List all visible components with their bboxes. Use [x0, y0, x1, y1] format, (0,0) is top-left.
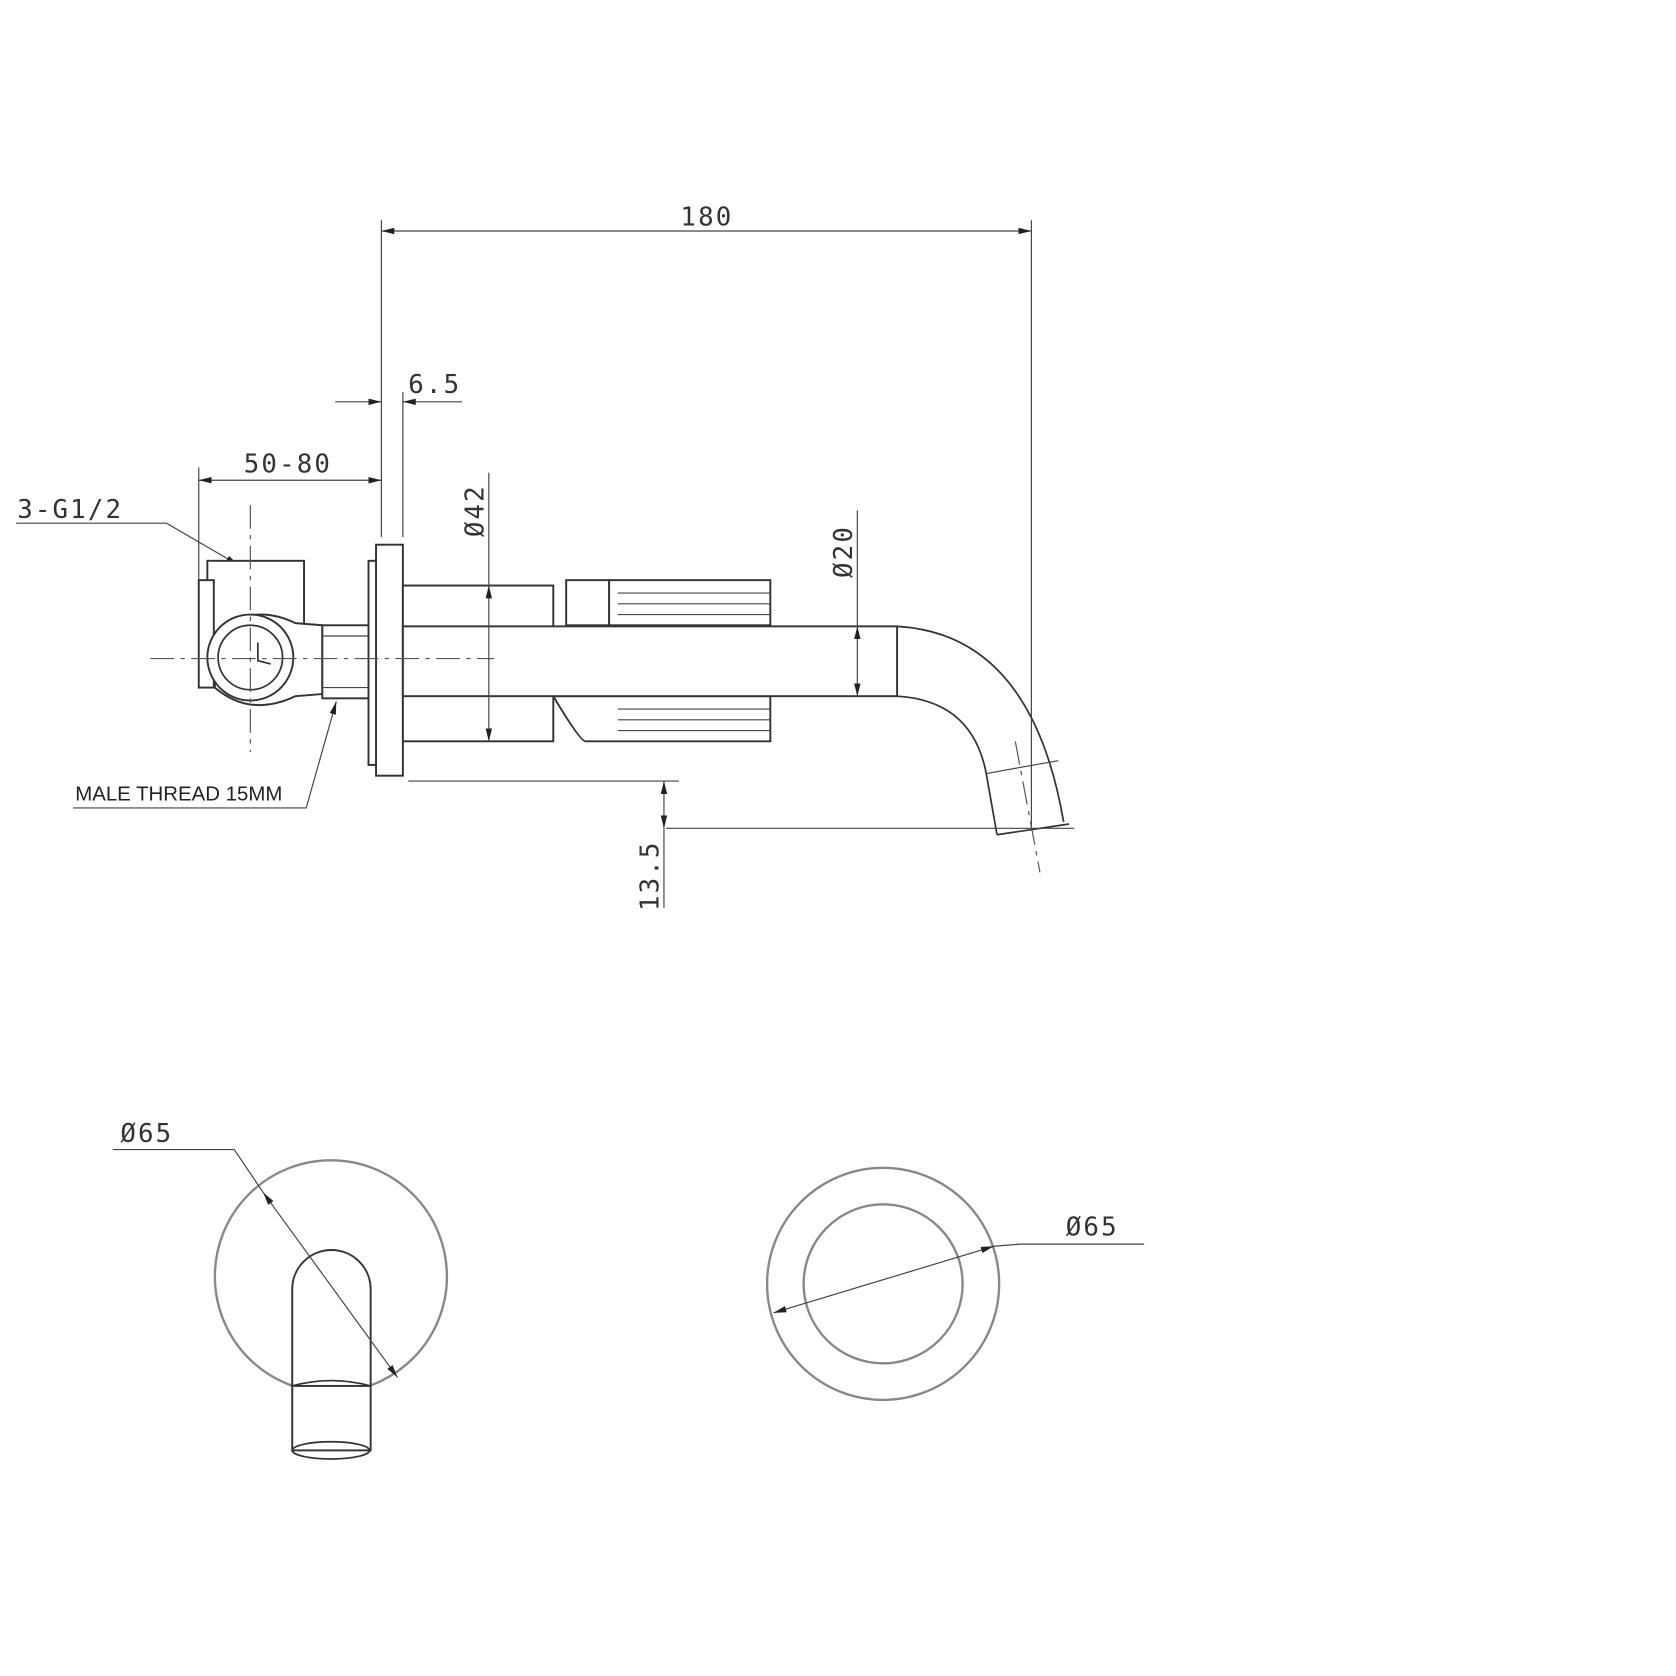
spout — [401, 625, 1070, 873]
thread-callout: MALE THREAD 15MM — [73, 701, 337, 809]
handle-knob — [802, 1203, 964, 1365]
dimension-180-label: 180 — [680, 203, 733, 233]
spout-plate-diameter-label: Ø65 — [120, 1119, 173, 1149]
dimension-body-diameter: Ø42 — [460, 472, 493, 742]
handle-wall-plate — [765, 1166, 1001, 1402]
dimension-flange-thickness: 6.5 — [335, 370, 462, 538]
dimension-spout-drop: 13.5 — [408, 780, 1075, 911]
spout-outline — [291, 1249, 372, 1386]
handle-plate-diameter-label: Ø65 — [1066, 1213, 1119, 1243]
dimension-overall-length: 180 — [380, 203, 1032, 828]
thread-label: MALE THREAD 15MM — [75, 783, 282, 805]
inlet-label: 3-G1/2 — [17, 495, 123, 525]
spout-tip — [291, 1384, 372, 1452]
dimension-42-label: Ø42 — [460, 484, 490, 537]
inlet-callout: 3-G1/2 — [16, 495, 239, 566]
dimension-spout-diameter: Ø20 — [829, 510, 861, 697]
dimension-wall-depth: 50-80 — [198, 450, 382, 688]
front-view-handle: Ø65 — [765, 1166, 1145, 1402]
handle — [551, 579, 772, 743]
dimension-20-label: Ø20 — [829, 525, 859, 578]
side-view: 180 6.5 50-80 3-G1/2 — [16, 203, 1075, 911]
dimension-6-5-label: 6.5 — [408, 370, 461, 400]
wall-flange — [375, 543, 404, 777]
dimension-13-5-label: 13.5 — [636, 840, 666, 911]
dimension-50-80-label: 50-80 — [244, 450, 332, 480]
front-view-spout: Ø65 — [112, 1119, 449, 1460]
valve-body — [197, 559, 372, 707]
